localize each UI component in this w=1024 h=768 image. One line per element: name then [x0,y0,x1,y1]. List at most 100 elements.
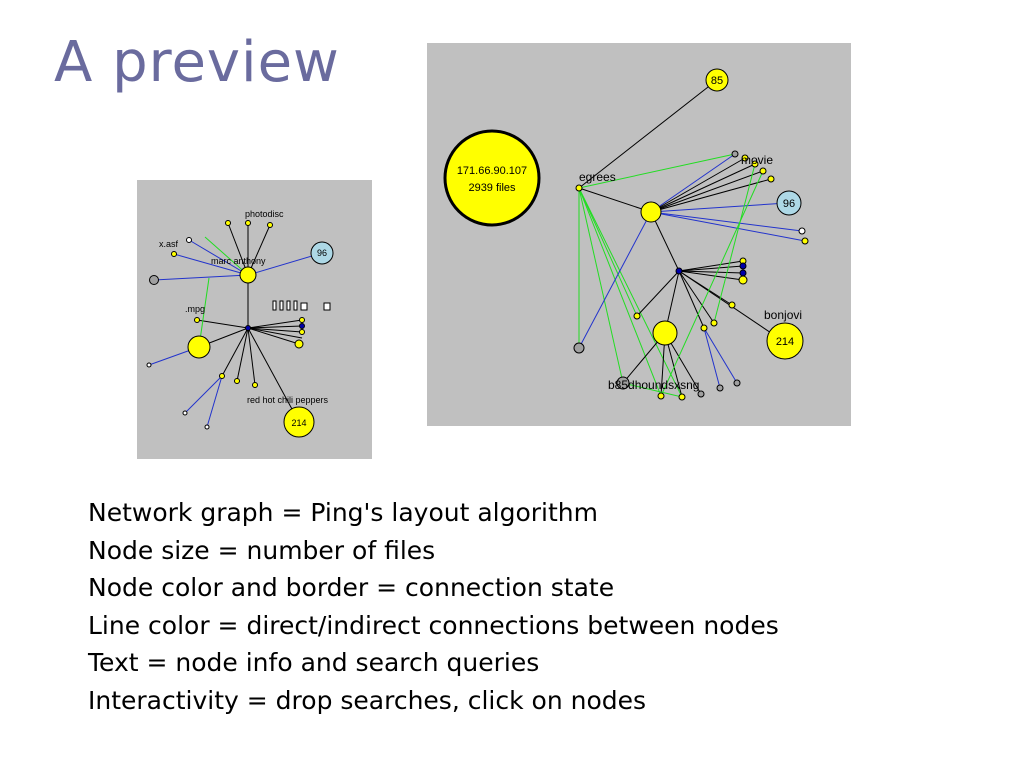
node-big-host[interactable] [443,129,541,227]
node[interactable] [633,312,641,320]
edge [650,211,803,232]
edge [678,270,744,281]
slide-title: A preview [54,30,340,95]
node[interactable] [573,342,585,354]
node[interactable] [186,237,192,243]
node[interactable] [697,390,705,398]
node-214[interactable] [283,406,315,438]
edge [678,265,744,272]
node[interactable] [146,362,152,368]
edge [703,327,738,384]
label-rhcp: red hot chili peppers [247,395,329,405]
large-labels: 171.66.90.107 2939 files egrees movie 85… [457,75,802,392]
node[interactable] [739,262,747,270]
edge [247,327,303,339]
edge [247,327,256,386]
label-marc-anthony: marc anthony [211,256,266,266]
edge [650,170,764,213]
edge [678,270,733,306]
edge [196,319,249,329]
edge [650,178,772,213]
node[interactable] [225,220,231,226]
label-96: 96 [317,248,327,258]
node[interactable] [252,382,258,388]
node[interactable] [194,317,200,323]
node[interactable] [759,167,767,175]
node[interactable] [751,160,759,168]
node[interactable] [299,329,305,335]
node-stack[interactable] [272,300,277,311]
node[interactable] [171,251,177,257]
node[interactable] [616,376,630,390]
node[interactable] [149,275,159,285]
edge [188,239,249,276]
node-stack[interactable] [286,300,291,311]
node[interactable] [234,378,240,384]
bullet-item: Network graph = Ping's layout algorithm [88,498,598,527]
node[interactable] [267,222,273,228]
node[interactable] [728,301,736,309]
node[interactable] [738,275,748,285]
node[interactable] [731,150,739,158]
edge [247,319,303,329]
node-marc-anthony[interactable] [239,266,257,284]
node[interactable] [700,324,708,332]
node[interactable] [652,320,678,346]
edge [650,157,746,213]
label-96: 96 [783,198,795,210]
edge [578,211,652,349]
node-movie[interactable] [741,154,749,162]
node[interactable] [299,323,305,329]
hub-node[interactable] [245,325,251,331]
network-graph-large-canvas: 171.66.90.107 2939 files egrees movie 85… [443,68,809,401]
node[interactable] [299,317,305,323]
node[interactable] [294,339,304,349]
node[interactable] [767,175,775,183]
bullet-item: Interactivity = drop searches, click on … [88,685,647,715]
node-stack[interactable] [279,300,284,311]
bullet-item: Node color and border = connection state [88,573,615,603]
edge [578,153,736,189]
node[interactable] [245,220,251,226]
edge [703,327,721,389]
edge [206,375,223,428]
node-stack[interactable] [323,302,331,311]
node-stack[interactable] [300,302,308,311]
node[interactable] [187,335,211,359]
node[interactable] [716,384,724,392]
node[interactable] [640,201,662,223]
edge [173,253,249,276]
edge [198,277,210,348]
edge [678,270,715,324]
node-214[interactable] [766,322,804,360]
edge [713,163,756,324]
edge [678,270,705,329]
label-big-ip: 171.66.90.107 [457,165,527,177]
node[interactable] [204,424,210,430]
node-96[interactable] [310,241,334,265]
node[interactable] [219,373,225,379]
edge [578,187,624,384]
edge [622,382,683,398]
node[interactable] [710,319,718,327]
node[interactable] [798,227,806,235]
node-degrees[interactable] [575,184,583,192]
hub-node[interactable] [675,267,683,275]
node-96[interactable] [776,190,802,216]
label-degrees: egrees [579,170,616,184]
edge [678,270,744,274]
network-graph-large: 171.66.90.107 2939 files egrees movie 85… [427,43,851,426]
node[interactable] [733,379,741,387]
edge [578,187,683,398]
node[interactable] [801,237,809,245]
node[interactable] [678,393,686,401]
edge [227,222,249,276]
label-214: 214 [291,418,306,428]
network-graph-small: photodisc x.asf marc anthony .mpg red ho… [137,180,372,459]
node-stack[interactable] [293,300,298,311]
edge [184,375,223,414]
node[interactable] [657,392,665,400]
node-85[interactable] [705,68,729,92]
node[interactable] [739,269,747,277]
node[interactable] [182,410,188,416]
